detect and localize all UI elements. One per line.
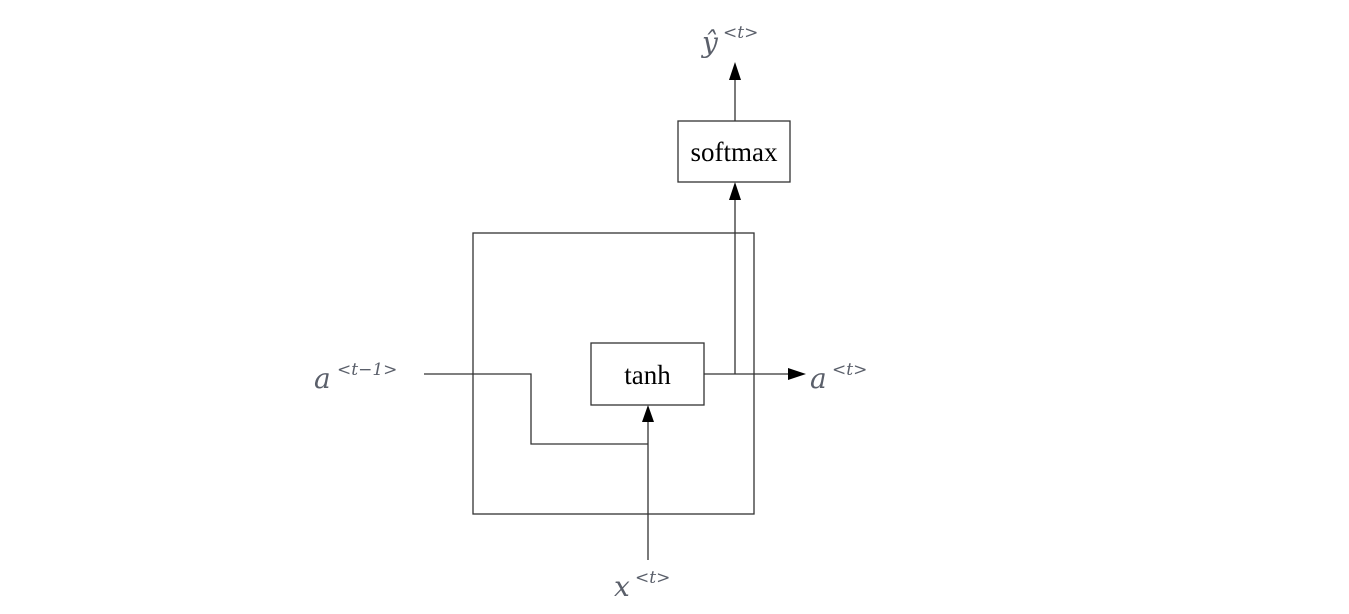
input-arrowhead	[642, 405, 654, 422]
prev-activation-wire	[424, 373, 648, 445]
prev-activation-base: a	[314, 362, 331, 395]
output-base: ŷ	[700, 26, 719, 59]
activation-base: a	[810, 362, 827, 395]
output-label: ŷ <t>	[700, 23, 758, 59]
input-sup: <t>	[635, 568, 670, 588]
output-sup: <t>	[723, 23, 758, 43]
tanh-label: tanh	[624, 360, 671, 390]
prev-activation-label: a <t−1>	[314, 360, 397, 395]
input-label: x <t>	[614, 568, 670, 603]
tanh-block: tanh	[590, 342, 705, 406]
output-arrowhead	[729, 62, 741, 80]
activation-arrowhead	[788, 368, 806, 380]
softmax-label: softmax	[691, 137, 778, 167]
softmax-block: softmax	[677, 120, 791, 183]
activation-sup: <t>	[832, 360, 867, 380]
softmax-input-arrowhead	[729, 182, 741, 200]
input-base: x	[614, 570, 630, 603]
prev-activation-sup: <t−1>	[337, 360, 397, 380]
activation-label: a <t>	[810, 360, 867, 395]
